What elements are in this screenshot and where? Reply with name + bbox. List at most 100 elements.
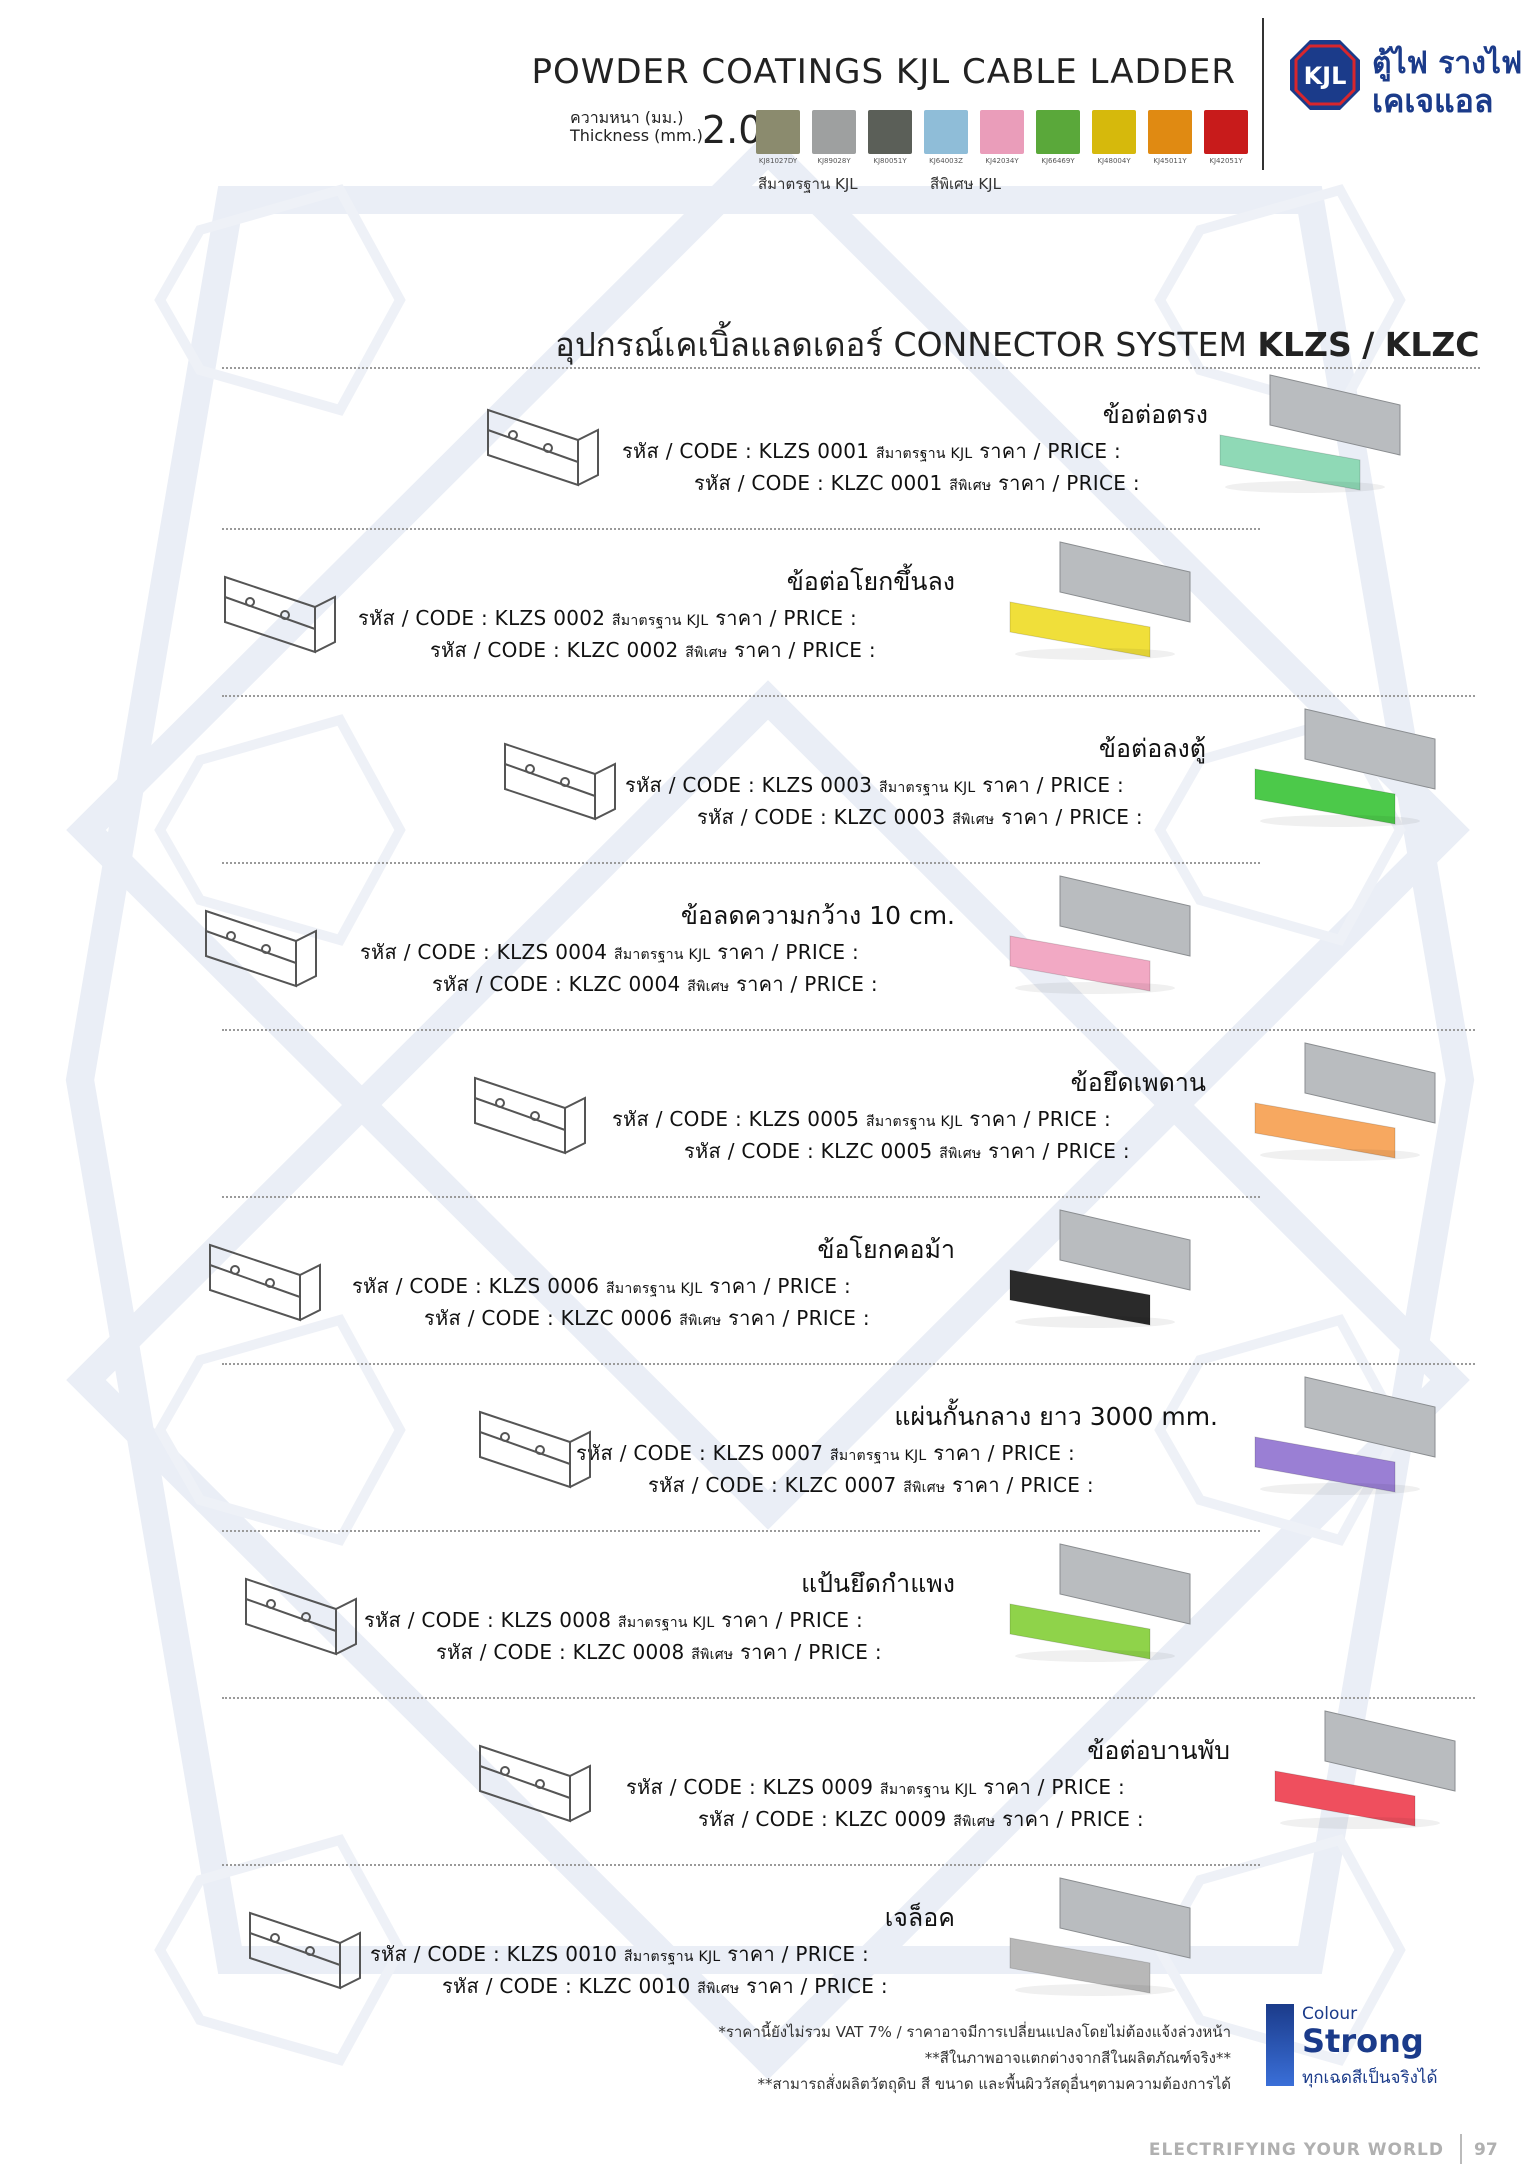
color-swatch xyxy=(1148,110,1192,154)
color-swatch-code: KJ42034Y xyxy=(985,157,1019,165)
code-text: รหัส / CODE : KLZC 0002 xyxy=(430,638,679,662)
product-photo xyxy=(1009,1543,1191,1662)
code-line-1: รหัส / CODE : KLZS 0002 สีมาตรฐาน KJL รา… xyxy=(358,602,857,634)
color-swatch xyxy=(1204,110,1248,154)
price-label: ราคา / PRICE : xyxy=(709,1274,851,1298)
product-photo xyxy=(1254,708,1436,827)
code-text: รหัส / CODE : KLZS 0004 xyxy=(360,940,608,964)
color-type: สีมาตรฐาน KJL xyxy=(879,1782,977,1798)
footer-tagline: ELECTRIFYING YOUR WORLD xyxy=(1148,2140,1444,2160)
kjl-logo-icon: KJL xyxy=(1290,40,1360,110)
note-vat: *ราคานี้ยังไม่รวม VAT 7% / ราคาอาจมีการเ… xyxy=(718,2023,1231,2041)
color-type: สีพิเศษ xyxy=(949,478,992,494)
item-title: ข้อยึดเพดาน xyxy=(1070,1068,1206,1097)
product-photo xyxy=(1009,875,1191,994)
product-sketch xyxy=(205,909,317,988)
code-line-1: รหัส / CODE : KLZS 0001 สีมาตรฐาน KJL รา… xyxy=(622,435,1121,467)
item-title: ข้อต่อบานพับ xyxy=(1087,1736,1230,1765)
color-type: สีมาตรฐาน KJL xyxy=(617,1615,715,1631)
code-text: รหัส / CODE : KLZC 0009 xyxy=(698,1807,947,1831)
code-text: รหัส / CODE : KLZC 0004 xyxy=(432,972,681,996)
code-line-1: รหัส / CODE : KLZS 0005 สีมาตรฐาน KJL รา… xyxy=(612,1103,1111,1135)
item-divider xyxy=(222,1864,1260,1866)
item-title: ข้อต่อโยกขึ้นลง xyxy=(786,567,955,596)
color-swatch xyxy=(868,110,912,154)
price-label: ราคา / PRICE : xyxy=(734,638,876,662)
item-title: ข้อโยกคอม้า xyxy=(817,1235,955,1264)
item-title: แป้นยึดกำแพง xyxy=(801,1569,955,1598)
color-swatch-code: KJ66469Y xyxy=(1041,157,1075,165)
code-text: รหัส / CODE : KLZS 0008 xyxy=(364,1608,612,1632)
price-label: ราคา / PRICE : xyxy=(740,1640,882,1664)
product-sketch xyxy=(504,742,616,821)
logo-mark-text: KJL xyxy=(1304,62,1347,90)
item-title: เจล็อค xyxy=(884,1903,955,1932)
color-swatch-code: KJ42051Y xyxy=(1209,157,1243,165)
colour-strong-big: Strong xyxy=(1302,2022,1424,2060)
code-text: รหัส / CODE : KLZS 0007 xyxy=(576,1441,824,1465)
item-title: ข้อลดความกว้าง 10 cm. xyxy=(680,901,955,930)
color-type: สีมาตรฐาน KJL xyxy=(865,1114,963,1130)
code-line-1: รหัส / CODE : KLZS 0003 สีมาตรฐาน KJL รา… xyxy=(625,769,1124,801)
thickness-label-en: Thickness (mm.) xyxy=(570,126,703,145)
price-label: ราคา / PRICE : xyxy=(728,1306,870,1330)
thickness-label-th: ความหนา (มม.) xyxy=(570,108,684,127)
color-swatch xyxy=(1092,110,1136,154)
logo-text-line1: ตู้ไฟ รางไฟ xyxy=(1372,46,1523,81)
section-title-prefix: อุปกรณ์เคเบิ้ลแลดเดอร์ CONNECTOR SYSTEM xyxy=(555,325,1247,364)
price-label: ราคา / PRICE : xyxy=(933,1441,1075,1465)
code-line-2: รหัส / CODE : KLZC 0006 สีพิเศษ ราคา / P… xyxy=(424,1302,870,1334)
colour-strong-bar xyxy=(1266,2004,1294,2086)
code-text: รหัส / CODE : KLZS 0002 xyxy=(358,606,606,630)
color-swatch xyxy=(812,110,856,154)
code-line-1: รหัส / CODE : KLZS 0007 สีมาตรฐาน KJL รา… xyxy=(576,1437,1075,1469)
product-sketch xyxy=(479,1410,591,1489)
color-type: สีพิเศษ xyxy=(903,1480,946,1496)
code-line-1: รหัส / CODE : KLZS 0006 สีมาตรฐาน KJL รา… xyxy=(352,1270,851,1302)
color-type: สีพิเศษ xyxy=(687,979,730,995)
price-label: ราคา / PRICE : xyxy=(998,471,1140,495)
note-custom: **สามารถสั่งผลิตวัตถุดิบ สี ขนาด และพื้น… xyxy=(757,2075,1231,2093)
color-type: สีพิเศษ xyxy=(939,1146,982,1162)
product-sketch xyxy=(487,408,599,487)
product-sketch xyxy=(474,1076,586,1155)
code-line-2: รหัส / CODE : KLZC 0004 สีพิเศษ ราคา / P… xyxy=(432,968,878,1000)
catalog-title: POWDER COATINGS KJL CABLE LADDER xyxy=(531,52,1236,92)
color-type: สีมาตรฐาน KJL xyxy=(875,446,973,462)
item-title: ข้อต่อลงตู้ xyxy=(1098,734,1206,763)
color-swatch-code: KJ80051Y xyxy=(873,157,907,165)
standard-colors-label: สีมาตรฐาน KJL xyxy=(758,175,858,193)
price-label: ราคา / PRICE : xyxy=(715,606,857,630)
note-color: **สีในภาพอาจแตกต่างจากสีในผลิตภัณฑ์จริง*… xyxy=(924,2049,1231,2067)
color-type: สีพิเศษ xyxy=(691,1647,734,1663)
code-line-1: รหัส / CODE : KLZS 0004 สีมาตรฐาน KJL รา… xyxy=(360,936,859,968)
product-sketch xyxy=(224,575,336,654)
item-title: ข้อต่อตรง xyxy=(1102,400,1208,429)
code-line-2: รหัส / CODE : KLZC 0002 สีพิเศษ ราคา / P… xyxy=(430,634,876,666)
price-label: ราคา / PRICE : xyxy=(1002,1807,1144,1831)
code-text: รหัส / CODE : KLZS 0009 xyxy=(626,1775,874,1799)
thickness-value: 2.0 xyxy=(702,108,763,152)
color-swatch-code: KJ89028Y xyxy=(817,157,851,165)
color-type: สีมาตรฐาน KJL xyxy=(605,1281,703,1297)
section-code-a: KLZS xyxy=(1257,325,1352,364)
price-label: ราคา / PRICE : xyxy=(717,940,859,964)
code-line-1: รหัส / CODE : KLZS 0010 สีมาตรฐาน KJL รา… xyxy=(370,1938,869,1970)
color-type: สีพิเศษ xyxy=(679,1313,722,1329)
code-line-2: รหัส / CODE : KLZC 0001 สีพิเศษ ราคา / P… xyxy=(694,467,1140,499)
color-swatch xyxy=(1036,110,1080,154)
item-divider xyxy=(222,1697,1475,1699)
code-text: รหัส / CODE : KLZS 0010 xyxy=(370,1942,618,1966)
product-photo xyxy=(1009,541,1191,660)
product-sketch xyxy=(479,1744,591,1823)
code-text: รหัส / CODE : KLZC 0001 xyxy=(694,471,943,495)
item-divider xyxy=(222,695,1475,697)
price-label: ราคา / PRICE : xyxy=(727,1942,869,1966)
color-swatch-code: KJ81027DY xyxy=(758,157,798,165)
product-photo xyxy=(1009,1209,1191,1328)
code-line-2: รหัส / CODE : KLZC 0007 สีพิเศษ ราคา / P… xyxy=(648,1469,1094,1501)
color-swatch xyxy=(756,110,800,154)
color-type: สีมาตรฐาน KJL xyxy=(611,613,709,629)
price-label: ราคา / PRICE : xyxy=(736,972,878,996)
color-swatch-code: KJ45011Y xyxy=(1153,157,1187,165)
